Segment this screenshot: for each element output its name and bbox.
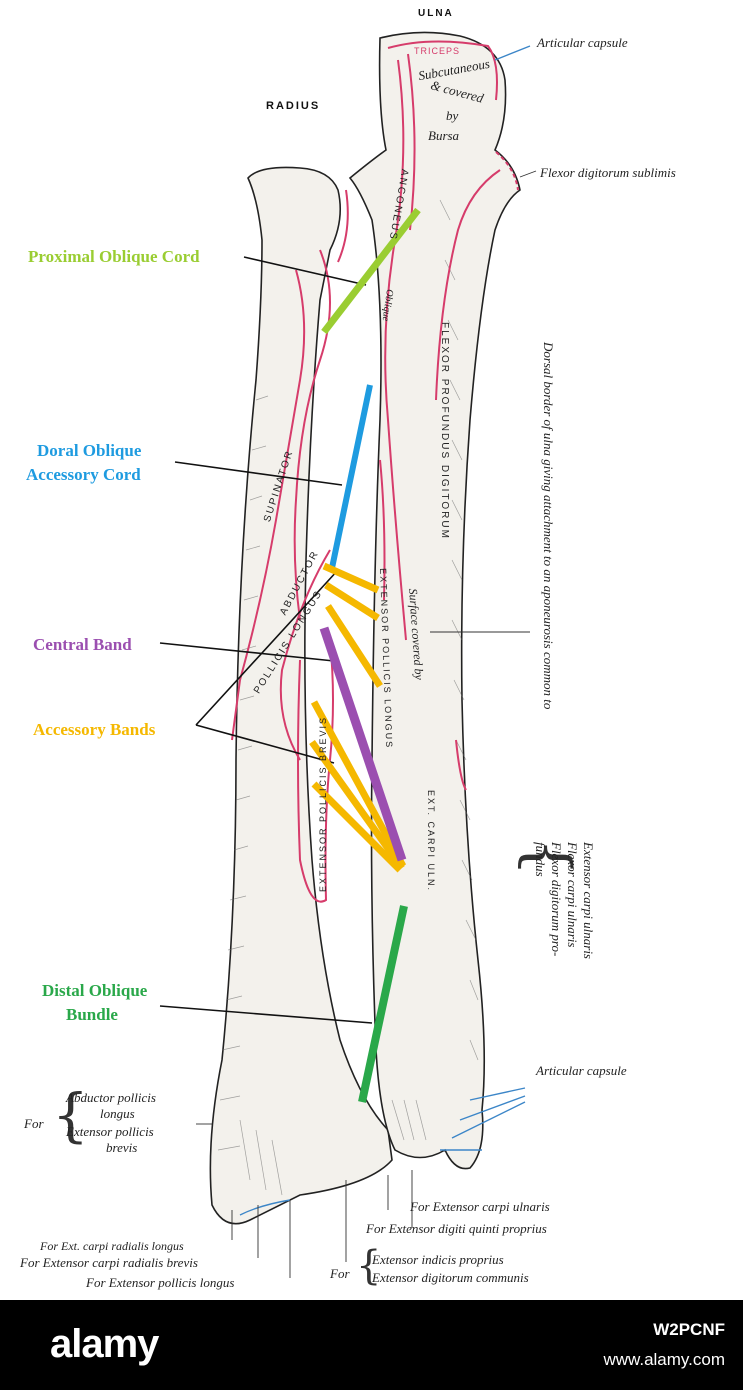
- muscle-outlines: [231, 40, 519, 903]
- leader-lines: [159, 256, 373, 1024]
- articular-capsule-top: Articular capsule: [537, 35, 628, 50]
- for-bottom: For: [330, 1266, 350, 1281]
- distal-oblique-bundle-line: [358, 905, 408, 1103]
- common-flexor-profundus: Flexor digitorum pro-: [549, 842, 564, 957]
- ext-digitorum-label: Extensor digitorum communis: [372, 1270, 529, 1285]
- abductor-line2: longus: [100, 1106, 135, 1121]
- ext-carpi-uln-bone-label: EXT. CARPI ULN.: [426, 790, 436, 893]
- anatomy-figure: ULNA RADIUS Proximal Oblique Cord Doral …: [20, 8, 676, 1290]
- accessory-bands-label: Accessory Bands: [33, 720, 156, 739]
- abductor-line1: Abductor pollicis: [66, 1090, 156, 1105]
- common-flexor-carpi-ulnaris: Flexor carpi ulnaris: [565, 842, 580, 948]
- ext-pollicis-brevis-bone-label: EXTENSOR POLLICIS BREVIS: [318, 715, 328, 892]
- forearm-illustration: [159, 31, 537, 1278]
- ext-carpi-rad-longus-label: For Ext. carpi radialis longus: [40, 1239, 184, 1253]
- articular-capsule-bottom: Articular capsule: [536, 1063, 627, 1078]
- abductor-brace: {: [52, 1081, 89, 1149]
- stock-footer: alamy W2PCNF www.alamy.com: [0, 1300, 743, 1390]
- distal-oblique-label-line1: Distal Oblique: [42, 981, 148, 1000]
- bottom-brace: {: [356, 1243, 382, 1289]
- for-left: For: [24, 1116, 44, 1131]
- proximal-oblique-cord-label: Proximal Oblique Cord: [28, 247, 200, 266]
- common-fundus: fundus: [533, 842, 548, 877]
- capsule-lines: [239, 45, 531, 1216]
- accessory-bands-lines: [309, 562, 407, 873]
- abductor-line4: brevis: [106, 1140, 138, 1155]
- ext-pollicis-longus-label: For Extensor pollicis longus: [86, 1275, 235, 1290]
- central-band-line: [319, 626, 407, 862]
- flexor-sublimis-label: Flexor digitorum sublimis: [540, 165, 676, 180]
- ext-carpi-ulnaris-label: For Extensor carpi ulnaris: [410, 1199, 550, 1214]
- dorsal-oblique-label-line1: Doral Oblique: [37, 441, 142, 460]
- common-extensor-carpi-ulnaris: Extensor carpi ulnaris: [581, 842, 596, 959]
- dorsal-oblique-label-line2: Accessory Cord: [26, 465, 141, 484]
- triceps-label: TRICEPS: [414, 46, 461, 56]
- proximal-oblique-cord-line: [321, 207, 421, 335]
- ext-digiti-label: For Extensor digiti quinti proprius: [366, 1221, 547, 1236]
- bursa-label: Bursa: [428, 128, 460, 143]
- footer-url: www.alamy.com: [603, 1350, 725, 1369]
- ext-carpi-rad-brevis-label: For Extensor carpi radialis brevis: [20, 1255, 198, 1270]
- ulna-label: ULNA: [418, 8, 454, 19]
- image-code: W2PCNF: [653, 1320, 725, 1339]
- dorsal-oblique-cord-line: [329, 384, 373, 569]
- ulna-bone: [348, 31, 521, 1170]
- ext-indicis-label: Extensor indicis proprius: [372, 1252, 504, 1267]
- dorsal-border-label: Dorsal border of ulna giving attachment …: [541, 342, 556, 710]
- thin-leaders: [196, 170, 537, 1278]
- alamy-logo: alamy: [50, 1322, 159, 1366]
- distal-oblique-label-line2: Bundle: [66, 1005, 118, 1024]
- radius-label: RADIUS: [266, 100, 321, 112]
- abductor-line3: Extensor pollicis: [66, 1124, 154, 1139]
- central-band-label: Central Band: [33, 635, 132, 654]
- radius-bone: [209, 166, 393, 1225]
- flexor-profundus-label: FLEXOR PROFUNDUS DIGITORUM: [439, 322, 450, 540]
- by-label: by: [446, 108, 459, 123]
